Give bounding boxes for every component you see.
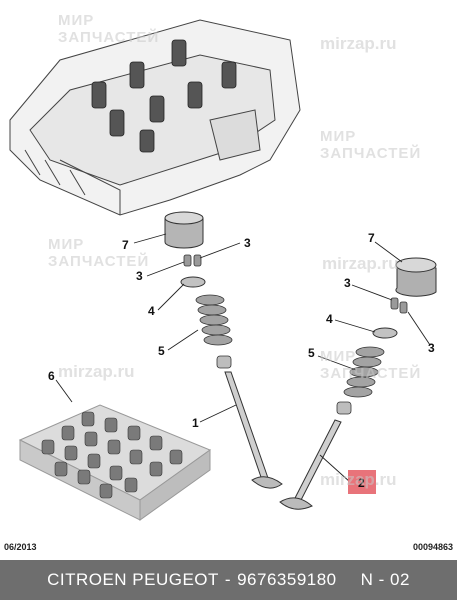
watermark-line1: МИР (320, 128, 357, 145)
seal-left (216, 355, 232, 369)
callout-7-right: 7 (368, 231, 375, 245)
callout-3-right-bottom: 3 (428, 341, 435, 355)
leader-lines (55, 233, 431, 483)
watermark-logo-left: МИР ЗАПЧАСТЕЙ (48, 236, 149, 270)
spring-left (195, 294, 233, 346)
callout-3-left-bottom: 3 (136, 269, 143, 283)
watermark-url-bottom: mirzap.ru (320, 470, 397, 489)
footer-position: N - 02 (360, 570, 410, 589)
footer-separator: - (224, 570, 232, 589)
watermark-line2: ЗАПЧАСТЕЙ (48, 253, 150, 270)
watermark-url-top: mirzap.ru (320, 34, 397, 53)
watermark-line2: ЗАПЧАСТЕЙ (320, 365, 422, 382)
callout-3-right-top: 3 (344, 276, 351, 290)
watermark-logo-right: МИР ЗАПЧАСТЕЙ (320, 348, 421, 382)
watermark-line2: ЗАПЧАСТЕЙ (320, 145, 422, 162)
callout-1: 1 (192, 416, 199, 430)
callout-4-left: 4 (148, 304, 155, 318)
retainer-right (372, 327, 398, 339)
retainer-left (180, 276, 206, 288)
tappet-left (164, 211, 204, 249)
callout-6: 6 (48, 369, 55, 383)
valve-left (224, 371, 283, 489)
watermark-line1: МИР (48, 236, 85, 253)
watermark-url-left: mirzap.ru (58, 362, 135, 381)
watermark-line2: ЗАПЧАСТЕЙ (58, 29, 160, 46)
seal-right (336, 401, 352, 415)
callout-2: 2 (358, 476, 365, 490)
watermark-line1: МИР (58, 12, 95, 29)
collets-right (390, 297, 408, 314)
footer-bar: CITROEN PEUGEOT - 9676359180 N - 02 (0, 560, 457, 600)
watermark-line1: МИР (320, 348, 357, 365)
callout-labels: 7 3 3 4 5 1 6 7 3 3 4 5 2 (48, 231, 435, 490)
callout-5-right: 5 (308, 346, 315, 360)
highlight-box-item-2 (348, 470, 376, 494)
seal-kit (18, 404, 212, 521)
date-code: 06/2013 (4, 542, 37, 552)
spring-right (343, 346, 385, 398)
watermark-url-mid: mirzap.ru (322, 254, 399, 273)
collets-left (183, 254, 202, 267)
footer-brand: CITROEN PEUGEOT (47, 570, 219, 589)
head-valve-springs (91, 39, 237, 153)
valve-right (279, 419, 342, 510)
callout-7-left: 7 (122, 238, 129, 252)
watermark-logo-mid: МИР ЗАПЧАСТЕЙ (320, 128, 421, 162)
watermark-logo-top: МИР ЗАПЧАСТЕЙ (58, 12, 159, 46)
callout-4-right: 4 (326, 312, 333, 326)
valve-train-diagram: 7 3 3 4 5 1 6 7 3 3 4 5 2 (9, 19, 437, 521)
tappet-right (395, 257, 437, 297)
footer-part-number: 9676359180 (237, 570, 337, 589)
callout-5-left: 5 (158, 344, 165, 358)
reference-code: 00094863 (412, 542, 453, 552)
callout-3-left-top: 3 (244, 236, 251, 250)
